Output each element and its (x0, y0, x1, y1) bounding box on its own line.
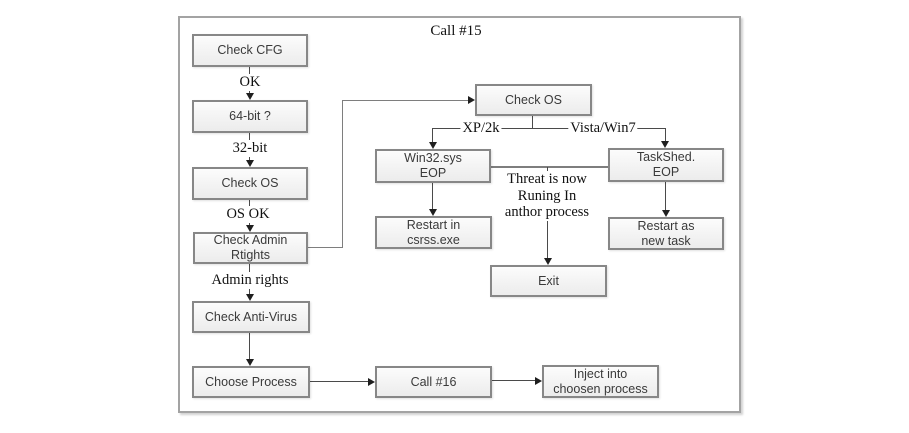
connector-branch-to-taskshed (665, 128, 666, 142)
connector-call16-to-inject (492, 380, 535, 381)
node-64bit: 64-bit ? (192, 100, 308, 133)
arrowhead-into-restart-csrss (429, 209, 437, 216)
node-inject-label: Inject into choosen process (553, 366, 648, 396)
edge-label-threat-note: Threat is now Runing In anthor process (502, 171, 592, 222)
node-choose-process-label: Choose Process (205, 374, 297, 389)
node-taskshed-eop: TaskShed. EOP (608, 148, 724, 182)
node-inject: Inject into choosen process (542, 365, 659, 398)
arrowhead-into-win32 (429, 142, 437, 149)
node-choose-process: Choose Process (192, 366, 310, 398)
node-win32-eop: Win32.sys EOP (375, 149, 491, 183)
node-check-os-right: Check OS (475, 84, 592, 116)
node-check-cfg: Check CFG (192, 34, 308, 67)
node-check-os-right-label: Check OS (505, 92, 562, 107)
arrowhead-into-taskshed (661, 141, 669, 148)
edge-label-vista-win7: Vista/Win7 (568, 120, 638, 137)
node-restart-new-task: Restart as new task (608, 217, 724, 250)
edge-label-32bit: 32-bit (230, 140, 270, 157)
connector-admin-riser-bottom (308, 247, 343, 248)
arrowhead-into-antivirus (246, 294, 254, 301)
node-check-cfg-label: Check CFG (217, 43, 283, 57)
node-exit-label: Exit (538, 273, 559, 288)
connector-antivirus-to-choose (249, 333, 250, 360)
node-check-admin-rights: Check Admin Rtights (193, 232, 308, 264)
arrowhead-into-inject (535, 377, 542, 385)
node-check-os-left: Check OS (192, 167, 308, 200)
diagram-title: Call #15 (430, 23, 482, 39)
node-restart-new-task-label: Restart as new task (637, 218, 695, 248)
arrowhead-into-call16 (368, 378, 375, 386)
edge-label-admin-rights: Admin rights (209, 272, 291, 289)
connector-riser-to-checkos-right (342, 100, 468, 101)
connector-win32-taskshed-bar (491, 166, 608, 168)
edge-label-ok: OK (237, 74, 263, 91)
diagram-frame (178, 16, 741, 413)
arrowhead-into-checkos-left (246, 160, 254, 167)
connector-branch-to-win32 (432, 128, 433, 143)
node-call-16-label: Call #16 (410, 374, 457, 389)
node-check-admin-rights-label: Check Admin Rtights (213, 233, 288, 262)
node-check-anti-virus-label: Check Anti-Virus (204, 309, 298, 324)
node-check-anti-virus: Check Anti-Virus (192, 301, 310, 333)
arrowhead-into-choose (246, 359, 254, 366)
arrowhead-into-admin (246, 225, 254, 232)
node-check-os-left-label: Check OS (221, 176, 279, 190)
connector-checkos-branch-stem (532, 116, 533, 129)
node-restart-csrss: Restart in csrss.exe (375, 216, 492, 249)
connector-branch-bar (432, 128, 666, 129)
node-restart-csrss-label: Restart in csrss.exe (406, 217, 461, 247)
node-taskshed-eop-label: TaskShed. EOP (636, 150, 696, 179)
node-exit: Exit (490, 265, 607, 297)
arrowhead-into-checkos-right (468, 96, 475, 104)
node-64bit-label: 64-bit ? (229, 109, 271, 123)
edge-label-os-ok: OS OK (224, 206, 272, 223)
connector-win32-to-restart (432, 183, 433, 210)
connector-taskshed-to-restart (665, 182, 666, 211)
arrowhead-into-64bit (246, 93, 254, 100)
edge-label-xp-2k: XP/2k (460, 120, 502, 137)
connector-choose-to-call16 (310, 381, 368, 382)
node-call-16: Call #16 (375, 366, 492, 398)
node-win32-eop-label: Win32.sys EOP (404, 151, 462, 180)
arrowhead-into-restart-task (662, 210, 670, 217)
connector-admin-riser (342, 100, 343, 248)
arrowhead-into-exit (544, 258, 552, 265)
